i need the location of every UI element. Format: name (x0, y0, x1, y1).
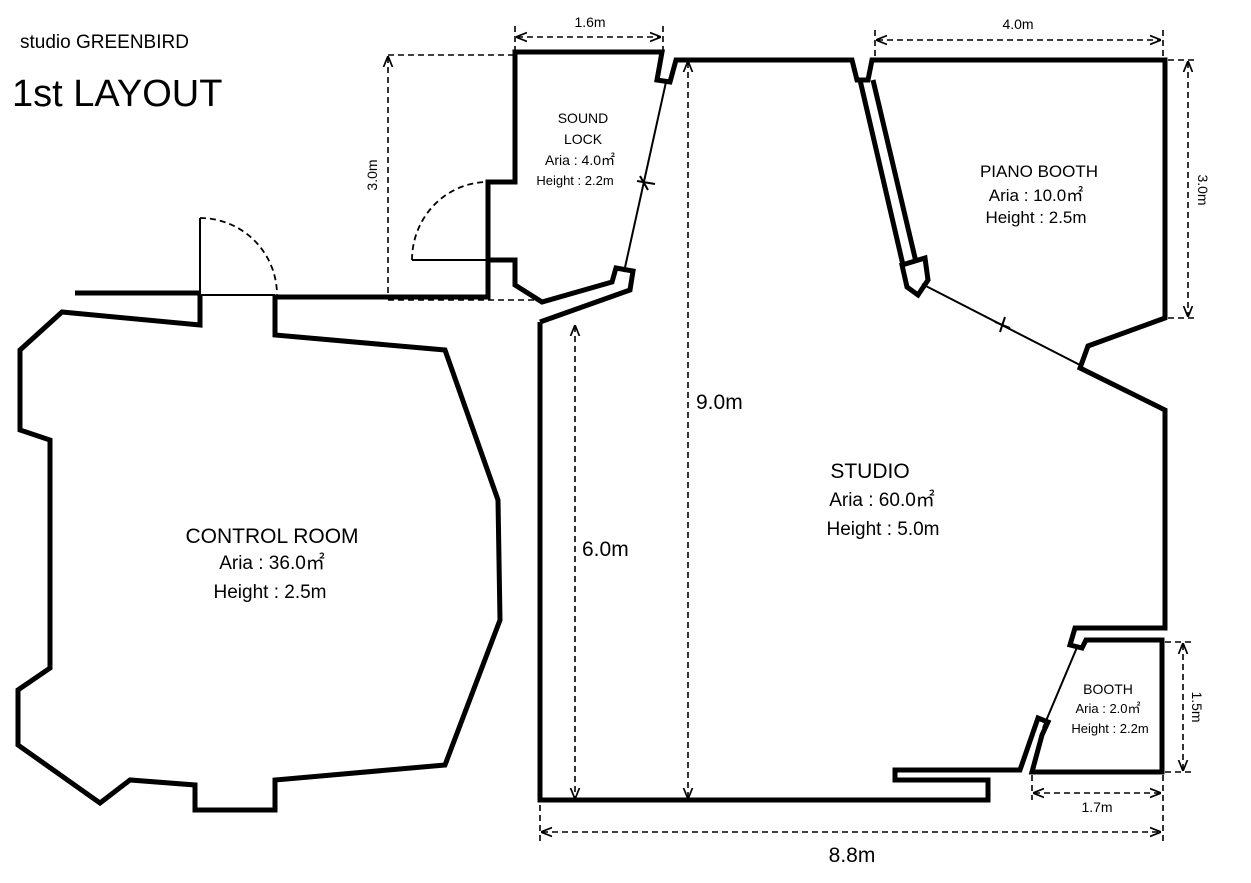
piano-booth-height: Height : 2.5m (985, 208, 1086, 227)
booth-height: Height : 2.2m (1071, 721, 1148, 736)
piano-booth-glass-wall (857, 79, 906, 266)
sound-lock-lower-wall (488, 257, 636, 325)
sound-lock-door-swing (411, 181, 489, 261)
studio-height: Height : 5.0m (827, 519, 940, 540)
layout-title: 1st LAYOUT (12, 73, 222, 115)
booth-door (1042, 644, 1079, 729)
control-room-name: CONTROL ROOM (185, 525, 358, 548)
dim-piano-booth-width: 4.0m (1002, 16, 1033, 32)
booth-name: BOOTH (1083, 681, 1133, 697)
control-room-height: Height : 2.5m (214, 582, 327, 603)
sound-lock-height: Height : 2.2m (536, 173, 613, 188)
dim-sound-lock-depth: 3.0m (364, 159, 380, 190)
dim-studio-height-left: 6.0m (582, 538, 629, 561)
dim-booth-width: 1.7m (1081, 799, 1112, 815)
sound-lock-studio-door (623, 81, 667, 273)
piano-booth-name: PIANO BOOTH (980, 162, 1098, 181)
door-tick (999, 316, 1006, 333)
booth-area: Aria : 2.0㎡ (1075, 701, 1140, 716)
piano-booth-column (899, 254, 931, 299)
dim-studio-height-full: 9.0m (696, 391, 743, 414)
piano-booth-glass-wall (870, 79, 919, 263)
studio-area: Aria : 60.0㎡ (829, 488, 935, 511)
door-tick (639, 175, 649, 191)
sound-lock-name: SOUND (558, 110, 609, 126)
dim-studio-width: 8.8m (829, 844, 876, 867)
control-room-door-swing (199, 217, 278, 296)
control-room-area: Aria : 36.0㎡ (219, 551, 325, 574)
control-room-walls (15, 295, 503, 813)
studio-name: studio GREENBIRD (20, 32, 189, 53)
studio-walls (537, 57, 1168, 803)
studio-name: STUDIO (830, 460, 909, 483)
sound-lock-area: Aria : 4.0㎡ (545, 152, 615, 168)
dim-piano-booth-depth: 3.0m (1195, 174, 1211, 205)
piano-booth-area: Aria : 10.0㎡ (989, 186, 1084, 205)
sound-lock-name: LOCK (564, 131, 603, 147)
door-tick (636, 180, 656, 185)
dim-sound-lock-width: 1.6m (574, 14, 605, 30)
dim-booth-depth: 1.5m (1189, 691, 1205, 722)
